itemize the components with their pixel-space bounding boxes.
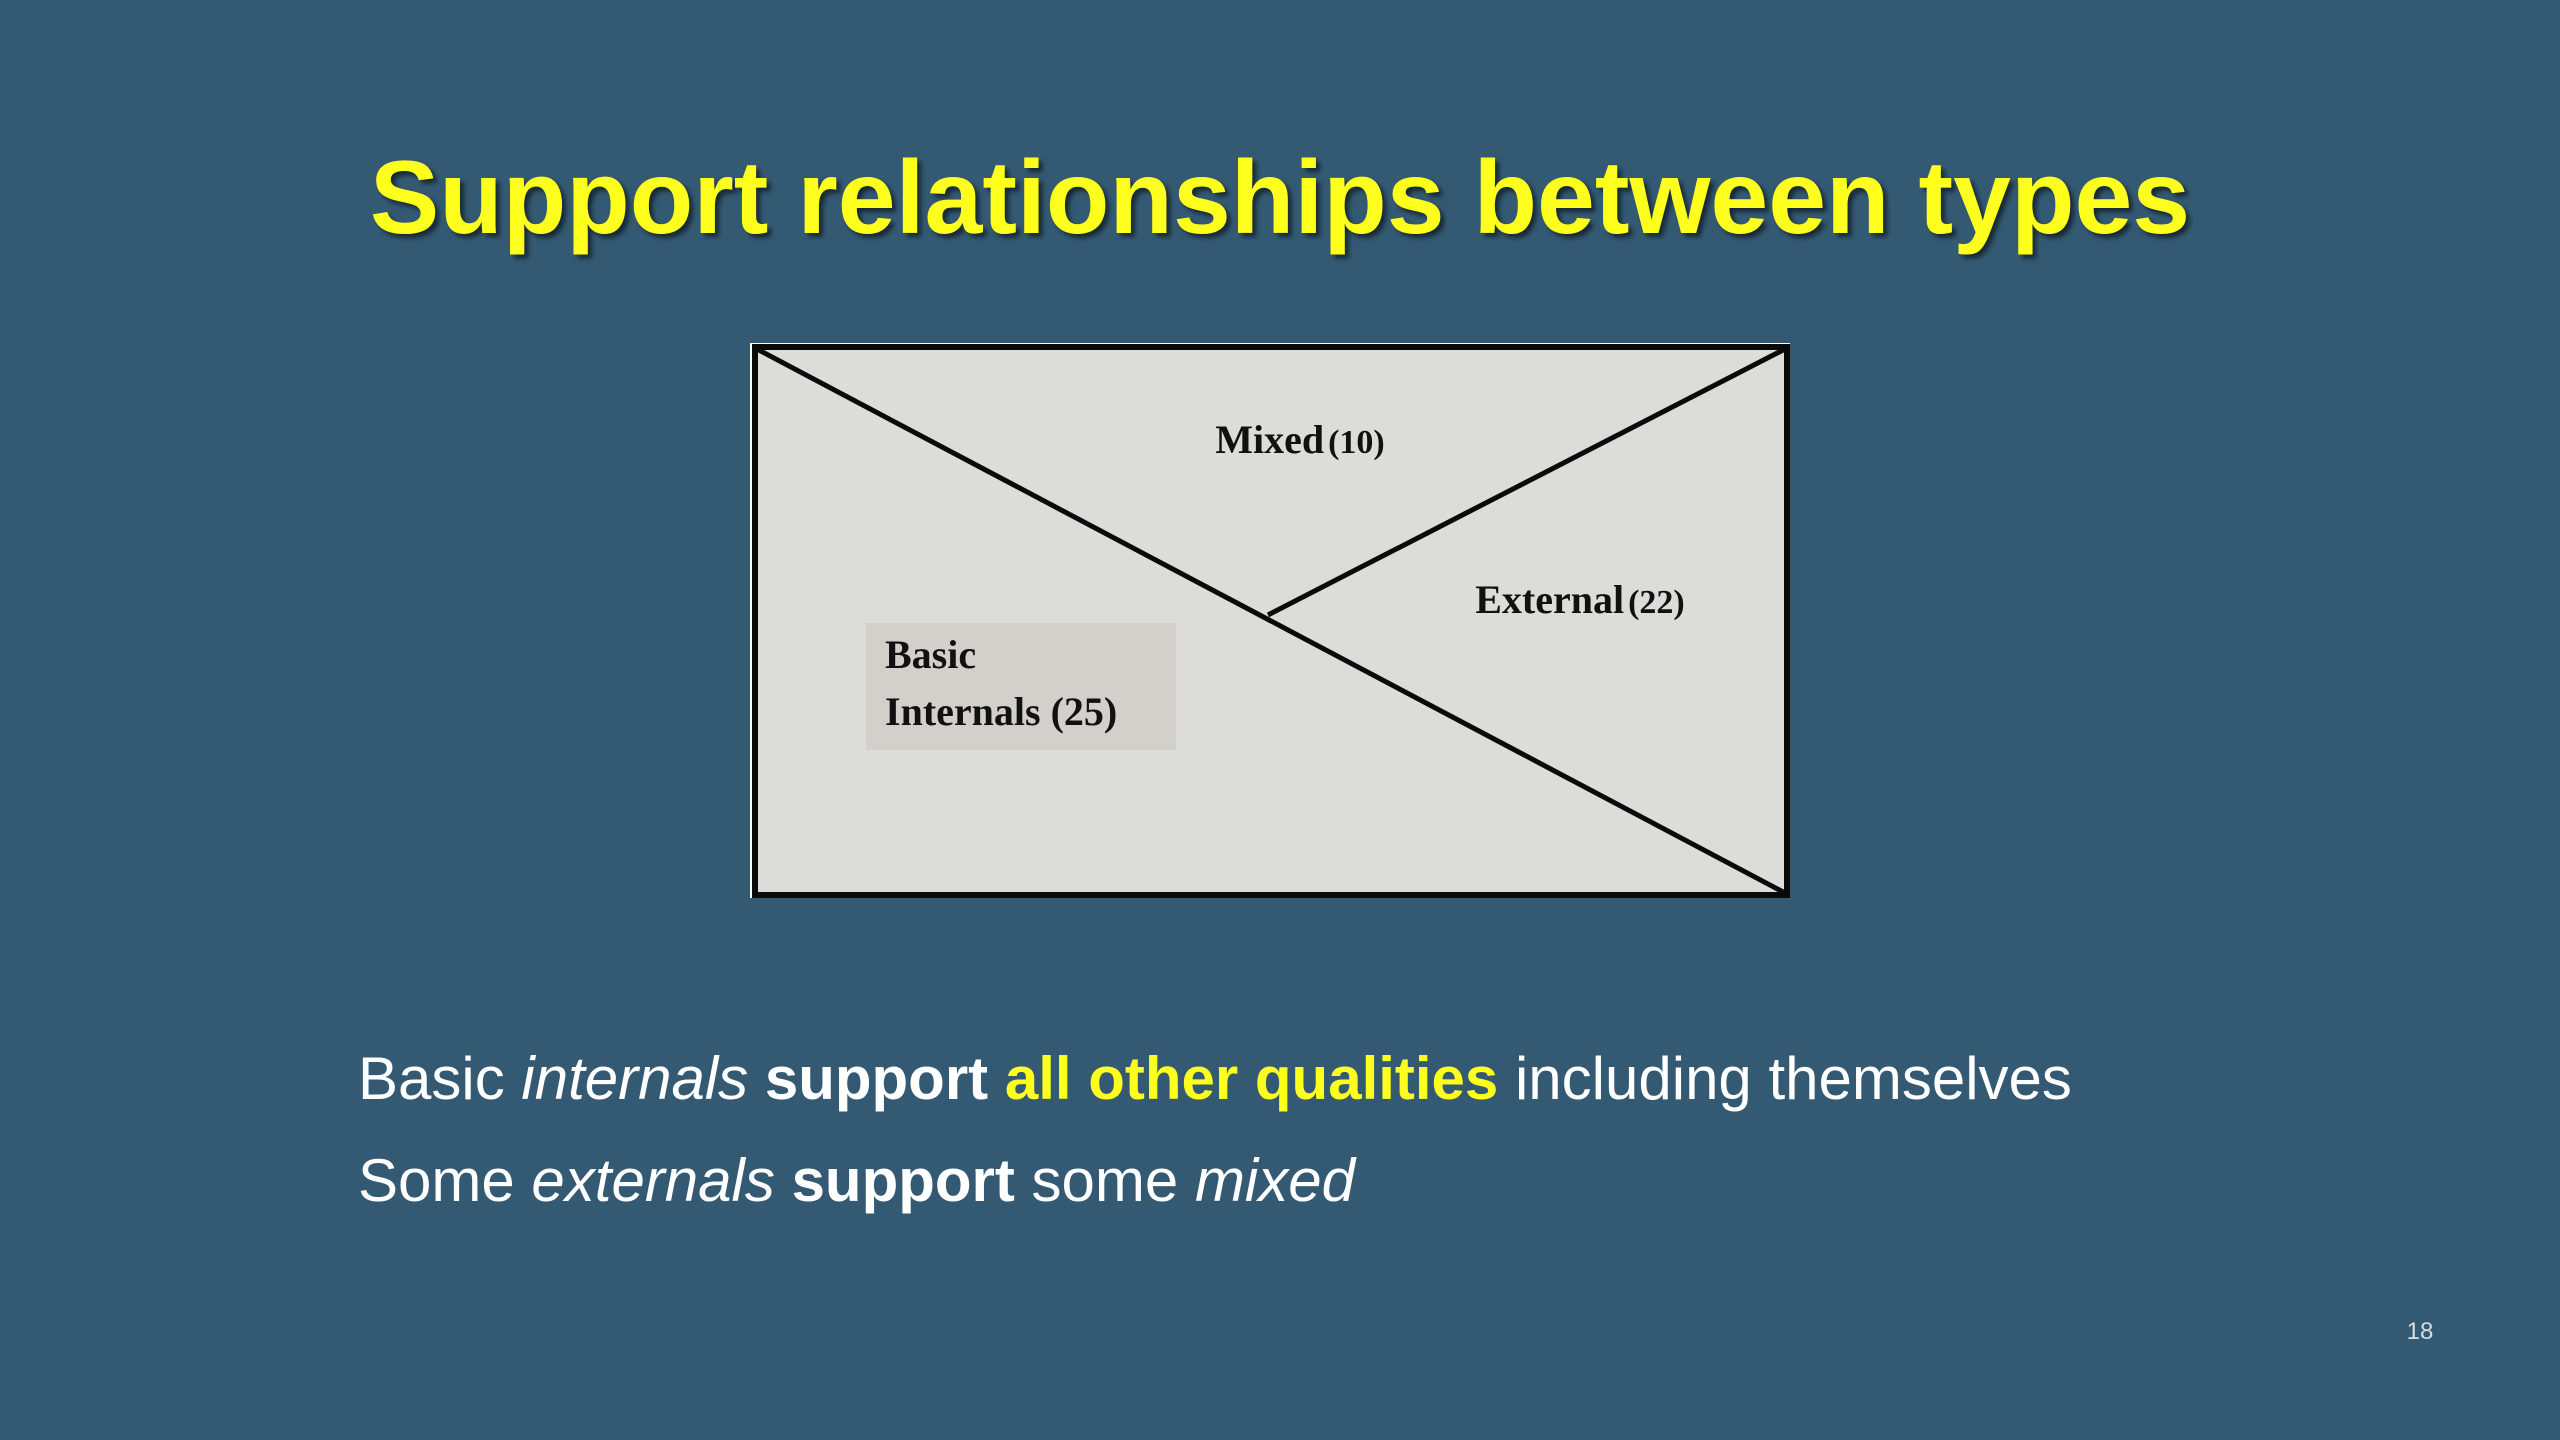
slide-number: 18 — [2406, 1318, 2434, 1345]
body-line-2: Some externals support some mixed — [358, 1147, 1355, 1214]
mixed-external-divider — [1266, 345, 1789, 618]
body-text: Basic internals support all other qualit… — [358, 1036, 2358, 1240]
support-diagram: Mixed (10) External (22) Basic Internals… — [750, 343, 1790, 898]
region-basic-label-line2: Internals (25) — [885, 689, 1117, 734]
region-external-label: External (22) — [1475, 577, 1685, 622]
body-line-1: Basic internals support all other qualit… — [358, 1045, 2072, 1112]
region-mixed-label: Mixed (10) — [1215, 417, 1385, 462]
diagram-svg: Mixed (10) External (22) Basic Internals… — [750, 343, 1790, 898]
diagonal-line — [753, 345, 1789, 897]
region-basic-label-line1: Basic — [885, 632, 976, 677]
highlight-text: all other qualities — [1004, 1045, 1499, 1112]
slide-title: Support relationships between types — [369, 140, 2191, 256]
basic-internals-label-box — [866, 623, 1176, 750]
